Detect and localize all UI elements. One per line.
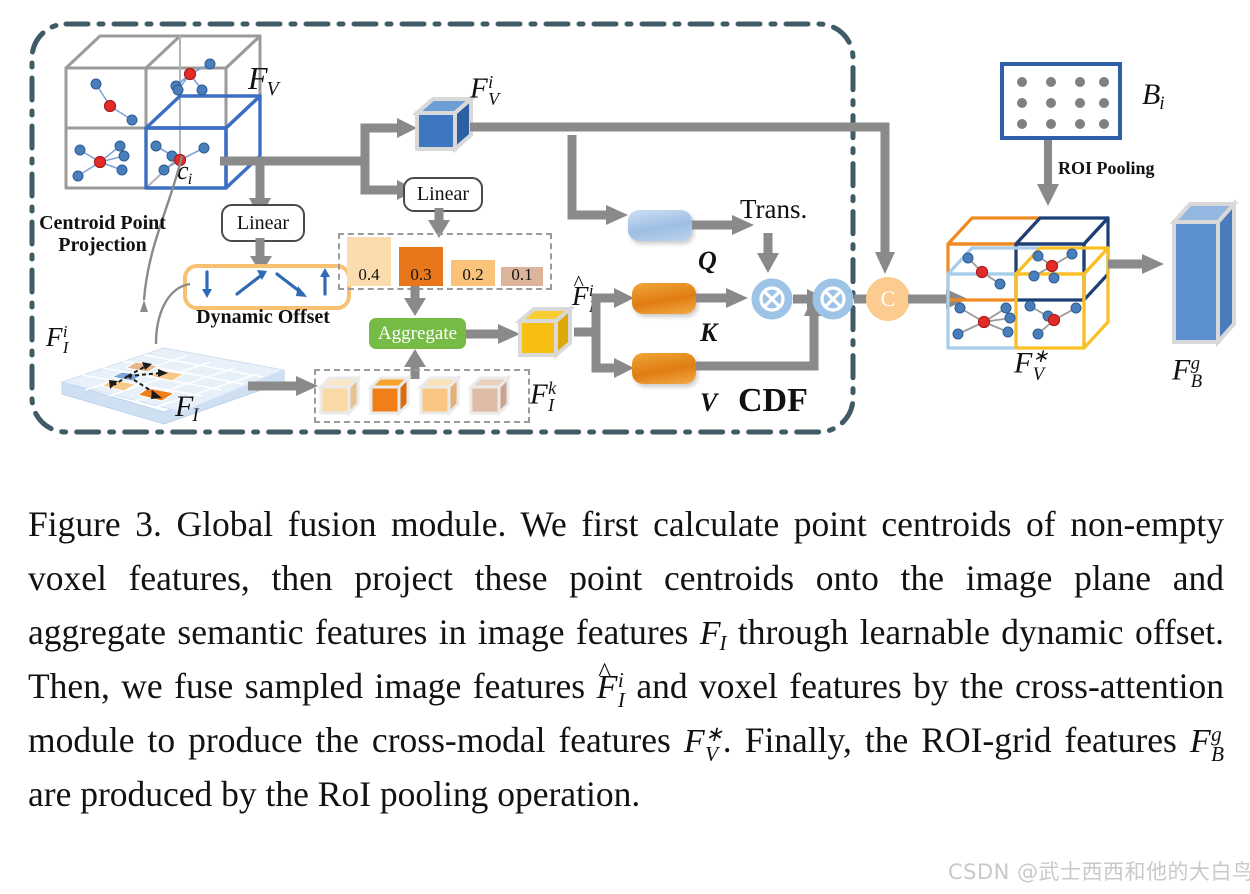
caption-text-1: Global fusion module. We first calculate… [28, 504, 1225, 652]
label-query: Q [698, 246, 717, 275]
image-plane-fi [60, 347, 286, 425]
weight-value-2: 0.2 [462, 265, 484, 284]
multiply-op-2 [812, 278, 854, 320]
dynamic-offset-arrows [202, 268, 330, 298]
arrow-aggregate-to-cube [466, 324, 520, 344]
value-block [632, 353, 696, 384]
figure-caption: Figure 3. Global fusion module. We first… [28, 498, 1224, 822]
label-trans: Trans. [740, 194, 808, 224]
weight-bar-1: 0.3 [399, 247, 443, 286]
key-block [632, 283, 696, 314]
roi-pooling-label: ROI Pooling [1058, 158, 1155, 178]
dynamic-offset-label: Dynamic Offset [196, 306, 330, 328]
caption-text-4: . Finally, the ROI-grid features [722, 719, 1190, 760]
caption-text-5: are produced by the RoI pooling operatio… [28, 773, 641, 814]
caption-prefix: Figure 3. [28, 504, 162, 544]
projection-caption-line2: Projection [58, 234, 147, 257]
caption-text-3: and voxel features by the cross-attentio… [28, 665, 1224, 760]
sampled-cubes-group [314, 369, 530, 423]
label-centroid-ci: ci [177, 156, 193, 188]
arrow-weights-to-aggregate [404, 286, 426, 316]
weight-bar-3: 0.1 [501, 265, 543, 286]
arrow-to-query [567, 135, 628, 225]
caption-math-fvstar: F∗V [683, 721, 723, 766]
arrow-linear-to-weights [428, 208, 450, 238]
label-value: V [700, 388, 718, 417]
roi-grid-bi [1000, 62, 1122, 140]
projection-curve [140, 155, 184, 312]
concat-op: C [866, 277, 910, 321]
arrow-trans-down [757, 233, 779, 273]
weights-group [338, 233, 552, 290]
arrow-fvstar-to-fbg [1108, 254, 1164, 274]
weight-value-3: 0.1 [511, 265, 533, 284]
arrow-roi-pooling [1037, 140, 1059, 206]
csdn-watermark: CSDN @武士西西和他的大白鸟 [948, 860, 1250, 884]
roi-grid-feature-slab-fbg [1169, 198, 1239, 348]
module-boundary [29, 21, 856, 435]
aggregated-cube-fihat [514, 305, 576, 360]
arrow-key-to-mul [696, 288, 748, 308]
sampled-cubes [317, 374, 512, 417]
aggregate-box[interactable]: Aggregate [369, 318, 466, 349]
weight-bar-2: 0.2 [451, 260, 495, 286]
weight-bar-0: 0.4 [347, 237, 391, 286]
linear-box-offset[interactable]: Linear [221, 204, 305, 242]
weight-value-1: 0.3 [410, 265, 432, 284]
arrow-query-to-mul [692, 215, 754, 235]
caption-text-2: through learnable dynamic offset. Then, … [28, 611, 1225, 706]
fused-voxel-cube-fvstar [946, 216, 1110, 350]
label-fv: F_VFV [248, 60, 279, 100]
label-fi: FI [175, 390, 199, 427]
split-to-kv [574, 288, 634, 378]
label-key: K [700, 318, 718, 347]
voxel-feature-cube-fvi [411, 95, 477, 154]
offset-to-plane-curve [154, 282, 191, 345]
query-block [628, 210, 692, 241]
arrow-cubes-to-aggregate [404, 349, 426, 379]
voxel-grid-fv [64, 34, 262, 190]
weight-value-0: 0.4 [358, 265, 380, 284]
label-fv-star: F∗V [1014, 346, 1049, 385]
arrow-plane-to-cubes [248, 376, 318, 396]
skip-connection-to-concat [470, 122, 895, 274]
multiply-op-1 [751, 278, 793, 320]
caption-math-fi: FI [699, 614, 727, 655]
projection-caption-line1: Centroid Point [39, 212, 166, 234]
centroid-projection-caption: Centroid Point Projection [30, 212, 175, 257]
weight-bars: 0.4 0.3 0.2 0.1 [338, 233, 548, 286]
cdf-module-label: CDF [738, 382, 808, 419]
label-bi: Bi [1142, 78, 1165, 115]
